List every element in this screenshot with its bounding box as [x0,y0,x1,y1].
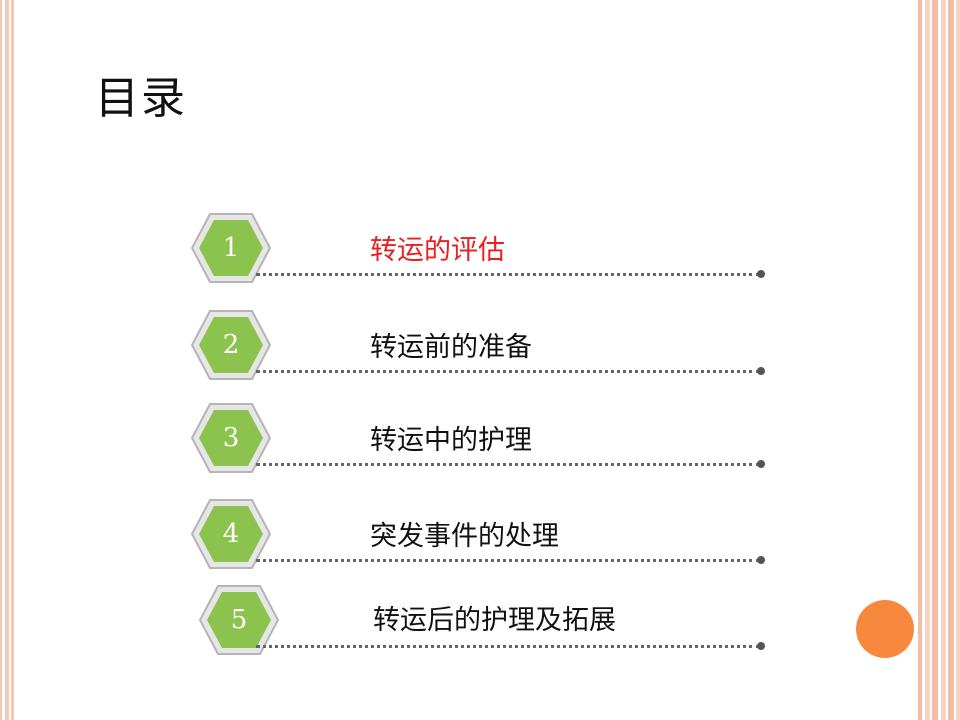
divider-end-dot [757,270,765,278]
toc-item-3[interactable]: 3 转运中的护理 [190,402,770,482]
dotted-divider [256,645,760,648]
dotted-divider [256,370,760,373]
toc-item-2[interactable]: 2 转运前的准备 [190,309,770,389]
toc-item-number: 3 [222,423,240,453]
toc-item-label[interactable]: 转运中的护理 [370,425,532,456]
dotted-divider [256,273,760,276]
divider-end-dot [757,367,765,375]
hexagon-badge-icon [198,584,280,656]
decorative-orange-circle [856,600,914,658]
toc-item-number: 4 [222,519,240,549]
toc-item-number: 1 [222,233,240,263]
divider-end-dot [757,556,765,564]
dotted-divider [256,559,760,562]
toc-item-label[interactable]: 转运的评估 [370,235,505,266]
toc-item-label[interactable]: 转运后的护理及拓展 [373,605,616,636]
hexagon-badge-icon [190,402,272,474]
divider-end-dot [757,460,765,468]
toc-item-4[interactable]: 4 突发事件的处理 [190,498,770,578]
toc-item-label[interactable]: 转运前的准备 [370,332,532,363]
toc-item-label[interactable]: 突发事件的处理 [370,521,559,552]
hexagon-badge-icon [190,212,272,284]
divider-end-dot [757,642,765,650]
toc-item-number: 5 [230,605,248,635]
right-border-stripe [916,0,960,720]
left-border-stripe [0,0,14,720]
toc-item-number: 2 [222,330,240,360]
toc-item-1[interactable]: 1 转运的评估 [190,212,770,292]
hexagon-badge-icon [190,498,272,570]
page-title: 目录 [95,73,187,124]
hexagon-badge-icon [190,309,272,381]
dotted-divider [256,463,760,466]
toc-item-5[interactable]: 5 转运后的护理及拓展 [190,584,770,664]
